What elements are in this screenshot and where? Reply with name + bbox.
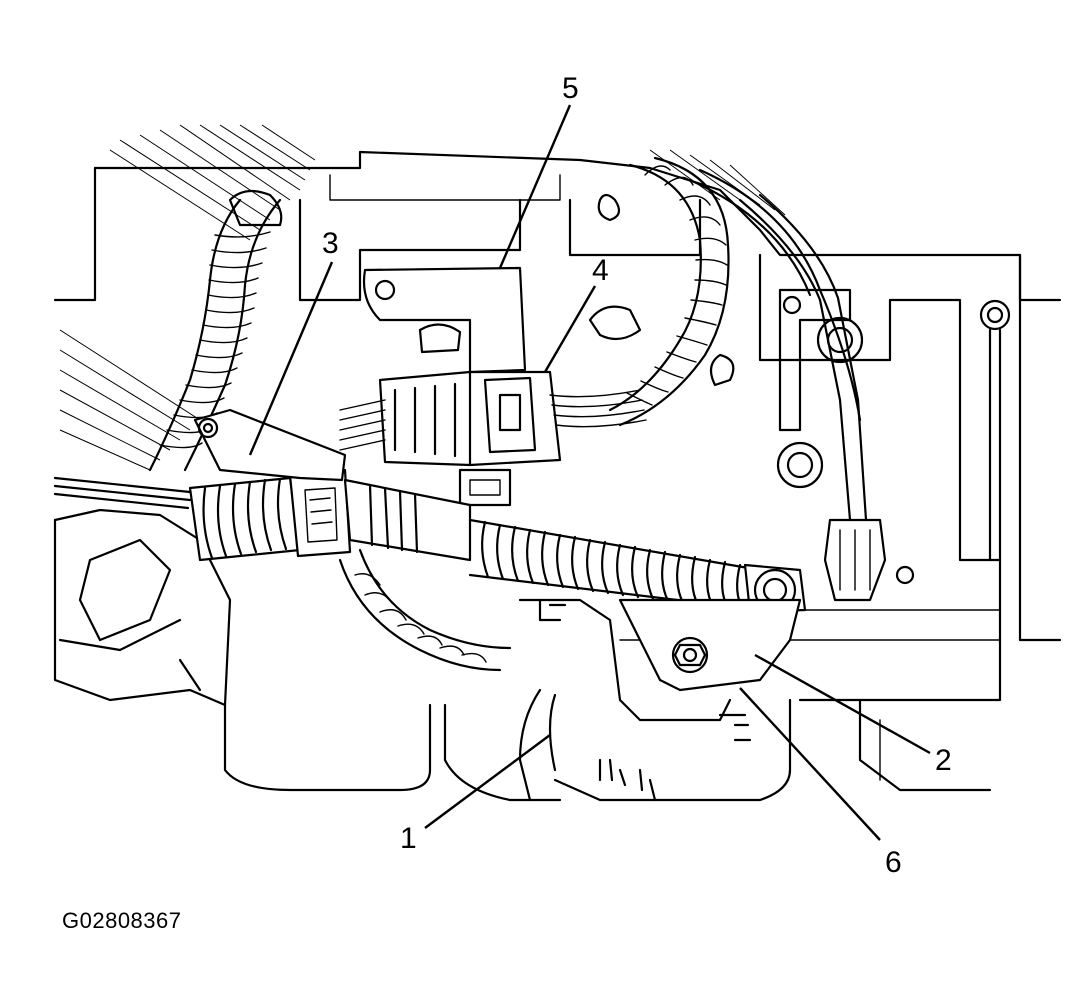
transmission-housing <box>53 124 1062 802</box>
callout-6: 6 <box>885 846 902 879</box>
figure-code: G02808367 <box>62 908 182 933</box>
callout-3: 3 <box>322 227 339 260</box>
callout-labels: 1 2 3 4 5 6 <box>322 72 952 879</box>
range-selector-lever <box>518 598 802 802</box>
leader-1 <box>424 734 551 829</box>
right-wiring-harness <box>738 193 915 602</box>
callout-5: 5 <box>562 72 579 105</box>
callout-leaders <box>248 104 931 841</box>
electrical-connector <box>339 370 647 507</box>
sensor-bracket <box>362 266 527 374</box>
leader-3 <box>248 261 334 456</box>
upper-wiring-harness <box>608 156 730 427</box>
leader-5 <box>498 104 572 269</box>
callout-1: 1 <box>400 822 417 855</box>
leader-6 <box>739 687 881 841</box>
cable-mounting-bracket <box>193 408 347 482</box>
leader-4 <box>543 285 597 373</box>
callout-2: 2 <box>935 744 952 777</box>
leader-2 <box>754 653 931 755</box>
callout-4: 4 <box>592 254 609 287</box>
